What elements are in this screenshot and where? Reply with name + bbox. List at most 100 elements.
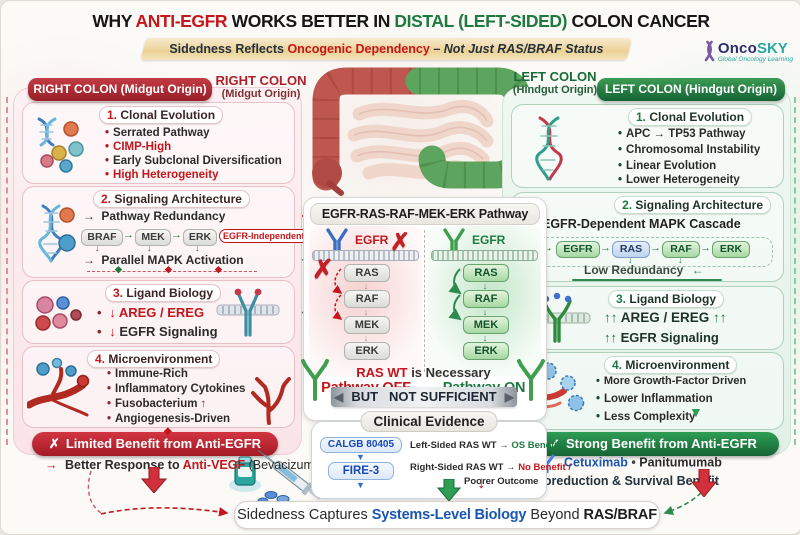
footer-systems-biology: Systems-Level Biology — [371, 507, 527, 523]
bullet-dot: • — [105, 169, 110, 181]
signal-item: → Parallel MAPK Activation — [83, 253, 244, 267]
bullet-dot: • — [107, 413, 112, 425]
section-title: 2. Signaling Architecture — [93, 190, 250, 208]
right-cap-icon: ▶ — [504, 390, 514, 404]
egfr-label-off: EGFR — [355, 233, 389, 247]
section-title-text: Clonal Evolution — [649, 110, 745, 124]
chip-erk-on: ERK — [463, 342, 509, 360]
chip-raf-off: RAF — [344, 290, 390, 308]
diamond-marker: ◆ — [215, 264, 222, 274]
subtitle-lead: Sidedness Reflects — [169, 42, 284, 56]
section-number: 2. — [101, 192, 112, 206]
bullet-dot: • — [107, 383, 112, 395]
section-title-text: Microenvironment — [108, 352, 213, 366]
section-number: 1. — [636, 110, 647, 124]
green-underline — [572, 279, 722, 281]
chip-erk: ERK — [712, 241, 750, 258]
necessary-label: is Necessary — [411, 365, 491, 380]
footer-lead: Sidedness Captures — [237, 507, 368, 523]
bullet-item: •APC → TP53 Pathway — [618, 128, 746, 140]
section-number: 4. — [95, 352, 106, 366]
logo-tagline: Global Oncology Learning — [717, 56, 793, 63]
label-left-colon: LEFT COLON (Hindgut Origin) — [506, 69, 604, 96]
dashed-track — [87, 271, 257, 272]
arrow-down-icon: ↓ — [195, 243, 200, 253]
section-title: 2. Signaling Architecture — [614, 196, 771, 214]
drugs-row: Cetuximab • Panitumumab — [517, 453, 722, 473]
subtitle-dash: – — [433, 42, 441, 56]
ligand-item-text: EGFR Signaling — [119, 324, 218, 339]
bullet-item: •Angiogenesis-Driven — [107, 413, 230, 425]
cells-icon — [33, 295, 89, 335]
right-colon-panel-header: RIGHT COLON (Midgut Origin) — [28, 78, 212, 101]
arrow-down-icon: ↓ — [482, 333, 488, 343]
section-title-text: Ligand Biology — [126, 286, 214, 300]
ras-wt-necessary: RAS WT is Necessary — [331, 365, 516, 380]
dna-icon — [31, 203, 77, 263]
title-anti-egfr: ANTI-EGFR — [135, 11, 228, 31]
vessel-icon — [27, 357, 101, 423]
section-title: 4. Microenvironment — [604, 356, 738, 374]
arrow-down-icon: ↓ — [482, 307, 488, 317]
ligand-item-text: EGFR Signaling — [620, 330, 719, 345]
logo-sky: SKY — [756, 40, 788, 57]
arrow-down-icon: ↓ — [363, 333, 369, 343]
bullet-text: Less Complexity — [604, 411, 696, 423]
row-result-2: Poorer Outcome — [464, 476, 539, 487]
colon-illustration — [312, 67, 532, 196]
bullet-item: •Inflammatory Cytokines — [107, 383, 245, 395]
double-up-icon: ↑↑ — [604, 330, 617, 345]
label-right-colon: RIGHT COLON (Midgut Origin) — [209, 73, 313, 100]
section-title-text: Ligand Biology — [629, 292, 717, 306]
note-anti-vegf: Anti-VEGF — [182, 458, 246, 472]
receptor-icon — [215, 285, 281, 339]
clinical-evidence-box: Clinical Evidence CALGB 80405 ▼ FIRE-3 ▼… — [311, 411, 571, 499]
section-microenvironment-right: 4. Microenvironment •Immune-Rich •Inflam… — [22, 346, 295, 428]
row-lead: Left-Sided RAS WT — [410, 440, 497, 451]
arrow-right-icon: → — [506, 462, 516, 473]
clinical-row-right-sided: Right-Sided RAS WT → No Benefit / — [410, 462, 571, 473]
bullet-dot: • — [596, 375, 600, 387]
red-down-icon: ↓ — [477, 473, 486, 492]
ligand-item-text: AREG / EREG — [620, 310, 710, 325]
arrow-right-icon: → — [700, 242, 711, 254]
bullet-item: •Lower Inflammation — [596, 393, 713, 405]
arrow-down-icon: ↓ — [482, 281, 488, 291]
bullet-dot: • — [105, 127, 110, 139]
section-title: 4. Microenvironment — [87, 350, 221, 368]
bullet-dot: • — [596, 411, 601, 423]
section-number: 3. — [616, 292, 627, 306]
section-title-text: Signaling Architecture — [635, 198, 763, 212]
arrow-right-icon: → — [499, 440, 509, 451]
green-down-arrow — [437, 479, 461, 501]
bullet-text: Early Subclonal Diversification — [113, 155, 282, 167]
strong-benefit-banner: ✓Strong Benefit from Anti-EGFR — [527, 432, 779, 456]
ligand-item-text: AREG / EREG — [118, 305, 205, 320]
pathway-divider — [424, 230, 425, 372]
membrane-band — [312, 250, 419, 261]
row-lead: Right-Sided RAS WT — [410, 462, 504, 473]
section-number: 1. — [107, 108, 118, 122]
section-signaling-left: 2. Signaling Architecture EGFR-Dependent… — [511, 192, 784, 282]
bullet-item: •CIMP-High — [105, 141, 171, 153]
left-colon-panel-header: LEFT COLON (Hindgut Origin) — [597, 78, 785, 101]
clinical-evidence-title: Clinical Evidence — [360, 411, 498, 432]
chip-erk: ERK — [183, 229, 217, 246]
arrow-right-icon: → — [45, 458, 58, 472]
bullet-text: Inflammatory Cytokines — [115, 383, 246, 395]
arrow-down-icon: ↓ — [109, 324, 116, 339]
trial-calgb: CALGB 80405 — [320, 437, 402, 453]
bullet-item: •Serrated Pathway — [105, 127, 210, 139]
right-dashed-guide — [794, 97, 796, 445]
section-title: 3. Ligand Biology — [608, 290, 725, 308]
label-right-colon-line2: (Midgut Origin) — [221, 88, 301, 100]
bullet-item: •Less Complexity — [596, 411, 695, 423]
section-title-text: Clonal Evolution — [120, 108, 216, 122]
section-microenvironment-left: 4. Microenvironment •More Growth-Factor … — [511, 352, 784, 430]
green-down-marker: ▼ — [689, 404, 703, 420]
chip-mek: MEK — [135, 229, 171, 246]
cascade-label: EGFR-Dependent MAPK Cascade — [542, 217, 741, 231]
label-right-colon-line1: RIGHT COLON — [215, 73, 307, 88]
bullet-text: APC → TP53 Pathway — [626, 128, 746, 140]
